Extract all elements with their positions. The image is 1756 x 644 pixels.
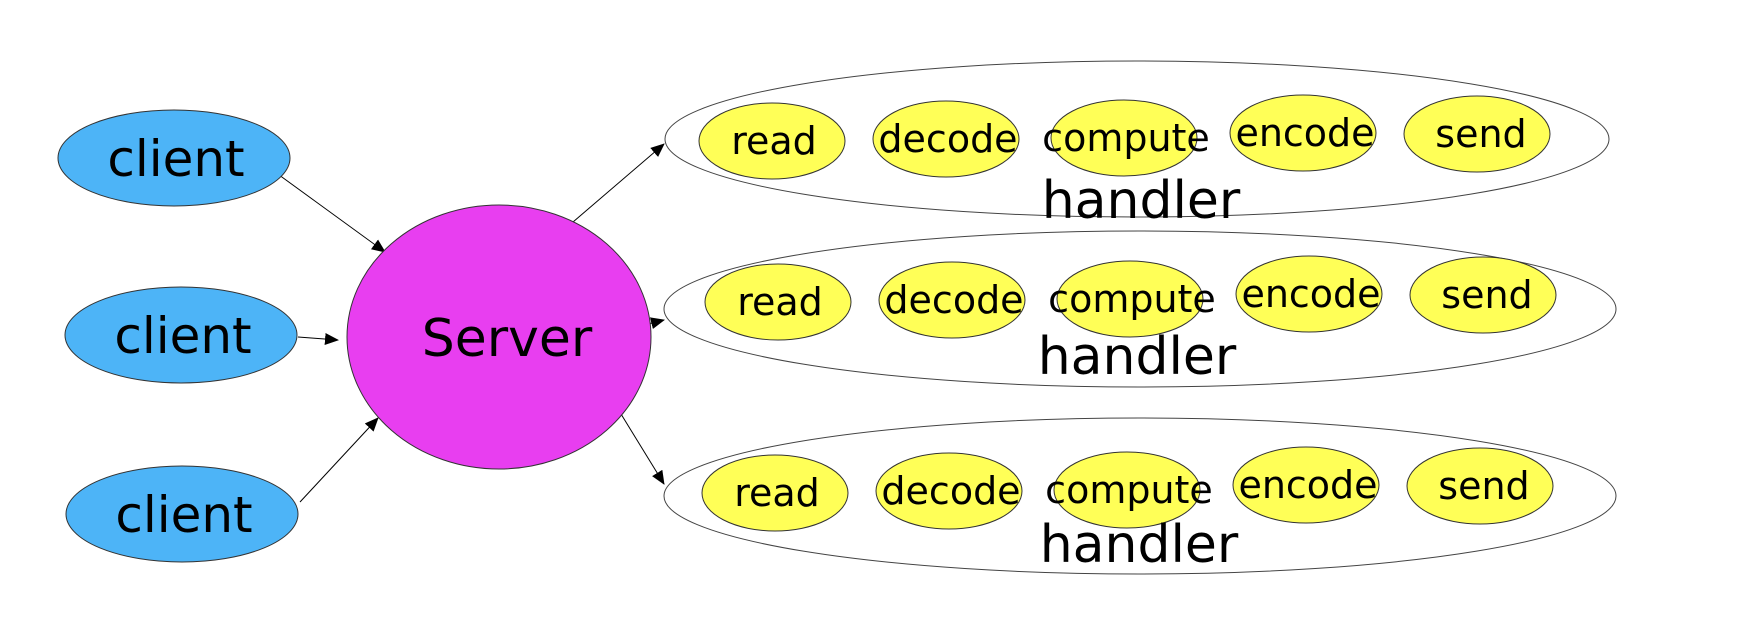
step-read: read: [701, 454, 849, 532]
client-node: client: [64, 286, 298, 384]
step-label: encode: [1235, 111, 1374, 155]
handler-label: handler: [1040, 515, 1239, 575]
arrow-client-3-to-server: [299, 417, 379, 503]
server-node: Server: [346, 204, 652, 470]
step-shape: [1235, 255, 1383, 333]
step-label: decode: [881, 469, 1020, 513]
handler-label: handler: [1042, 171, 1241, 231]
step-label: send: [1441, 273, 1532, 317]
client-label: client: [115, 486, 252, 544]
step-decode: decode: [872, 100, 1020, 178]
step-label: compute: [1048, 277, 1216, 321]
step-label: decode: [878, 117, 1017, 161]
step-compute: compute: [1045, 451, 1213, 529]
client-label: client: [107, 130, 244, 188]
arrow-server-to-handler-3: [620, 413, 665, 485]
step-compute: compute: [1048, 260, 1216, 338]
arrow-server-to-handler-1: [572, 143, 665, 223]
client-shape: [65, 465, 299, 563]
step-decode: decode: [875, 452, 1023, 530]
handler-group: read decode compute encode send handler: [664, 60, 1610, 231]
step-shape: [1403, 95, 1551, 173]
step-send: send: [1409, 256, 1557, 334]
step-read: read: [698, 102, 846, 180]
step-label: encode: [1241, 272, 1380, 316]
arrow-client-1-to-server: [274, 171, 386, 253]
step-shape: [878, 261, 1026, 339]
step-label: decode: [884, 278, 1023, 322]
handler-outline: [664, 60, 1610, 218]
step-encode: encode: [1232, 446, 1380, 524]
client-to-server-arrows: [274, 171, 386, 503]
arrow-client-2-to-server: [297, 333, 339, 346]
step-decode: decode: [878, 261, 1026, 339]
step-shape: [704, 263, 852, 341]
step-shape: [1056, 260, 1204, 338]
step-shape: [875, 452, 1023, 530]
step-send: send: [1406, 447, 1554, 525]
step-encode: encode: [1229, 94, 1377, 172]
handler-outline: [663, 417, 1617, 575]
step-shape: [1050, 99, 1198, 177]
step-compute: compute: [1042, 99, 1210, 177]
step-shape: [1409, 256, 1557, 334]
step-shape: [701, 454, 849, 532]
step-label: encode: [1238, 463, 1377, 507]
step-send: send: [1403, 95, 1551, 173]
server-label: Server: [422, 309, 593, 369]
step-shape: [698, 102, 846, 180]
step-read: read: [704, 263, 852, 341]
step-label: compute: [1042, 116, 1210, 160]
step-shape: [1406, 447, 1554, 525]
step-label: read: [737, 280, 823, 324]
client-node: client: [65, 465, 299, 563]
handler-group: read decode compute encode send handler: [663, 417, 1617, 575]
handler-outline: [663, 230, 1617, 388]
step-label: send: [1435, 112, 1526, 156]
server-shape: [346, 204, 652, 470]
step-shape: [1232, 446, 1380, 524]
handler-group: read decode compute encode send handler: [663, 230, 1617, 388]
step-label: send: [1438, 464, 1529, 508]
step-label: compute: [1045, 468, 1213, 512]
step-label: read: [734, 471, 820, 515]
client-shape: [64, 286, 298, 384]
client-shape: [57, 109, 291, 207]
step-encode: encode: [1235, 255, 1383, 333]
handler-label: handler: [1038, 327, 1237, 387]
step-shape: [1229, 94, 1377, 172]
step-label: read: [731, 119, 817, 163]
step-shape: [872, 100, 1020, 178]
client-label: client: [114, 307, 251, 365]
client-node: client: [57, 109, 291, 207]
step-shape: [1053, 451, 1201, 529]
